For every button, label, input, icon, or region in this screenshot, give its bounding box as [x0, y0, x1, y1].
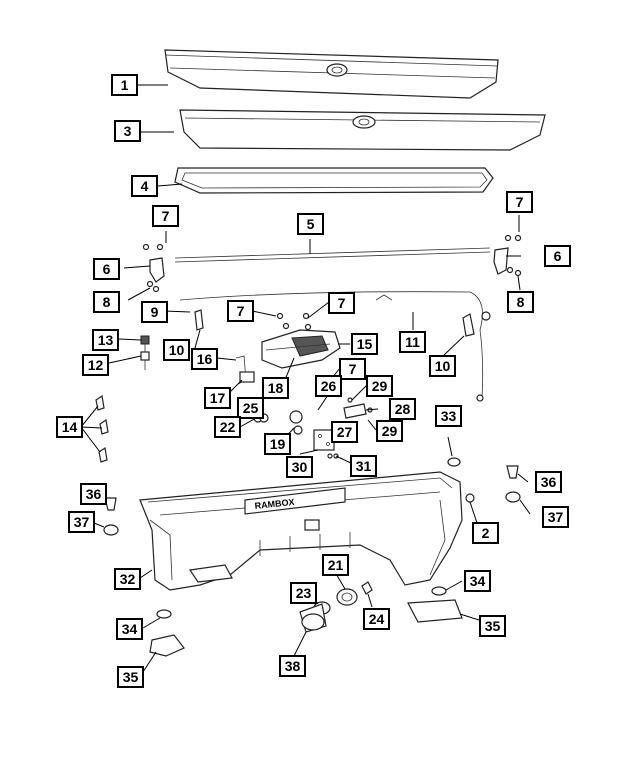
part-33-drain: [447, 457, 461, 467]
callout-21: 21: [322, 554, 349, 576]
callout-8-right: 8: [507, 291, 534, 313]
part-5-rod: [174, 247, 491, 263]
callout-7-mid-left: 7: [227, 300, 254, 322]
callout-31: 31: [350, 455, 377, 477]
callout-7-left-top: 7: [152, 205, 179, 227]
callout-14: 14: [56, 416, 83, 438]
callout-2: 2: [472, 522, 499, 544]
callout-4: 4: [131, 175, 158, 197]
part-32-storage-bin: RAMBOX: [139, 471, 463, 591]
callout-25: 25: [237, 397, 264, 419]
callout-12: 12: [82, 354, 109, 376]
callout-18: 18: [262, 377, 289, 399]
callout-35-left: 35: [117, 666, 144, 688]
callout-35-right: 35: [479, 615, 506, 637]
part-34-35-pads: [149, 586, 463, 657]
part-16-17-actuator: [235, 355, 255, 385]
callout-37-right: 37: [542, 506, 569, 528]
callout-29-bottom: 29: [376, 420, 403, 442]
callout-13: 13: [92, 329, 119, 351]
callout-15: 15: [351, 333, 378, 355]
part-36-37-plugs: [103, 465, 521, 536]
callout-17: 17: [204, 387, 231, 409]
callout-8-left: 8: [93, 291, 120, 313]
callout-23: 23: [290, 582, 317, 604]
part-cable-and-brackets: [179, 291, 491, 402]
callout-19: 19: [264, 433, 291, 455]
callout-11: 11: [399, 331, 426, 353]
part-14-clips: [95, 394, 109, 463]
callout-9: 9: [141, 301, 168, 323]
part-15-latch-housing: [261, 329, 341, 369]
callout-1: 1: [111, 74, 138, 96]
bin-logo-text: RAMBOX: [254, 497, 295, 511]
callout-38: 38: [279, 655, 306, 677]
callout-36-left: 36: [80, 483, 107, 505]
callout-10-right: 10: [429, 355, 456, 377]
callout-6-left: 6: [93, 258, 120, 280]
part-21-23-24-38-drain-plug: [299, 581, 373, 633]
callout-7-mid-right: 7: [328, 292, 355, 314]
callout-7-right-top: 7: [506, 191, 533, 213]
callout-27: 27: [331, 421, 358, 443]
callout-22: 22: [214, 416, 241, 438]
part-3-lid-panel: [179, 109, 546, 151]
callout-7-center: 7: [339, 358, 366, 380]
part-1-rail-cover: [164, 49, 499, 99]
fasteners: [142, 234, 522, 382]
callout-3: 3: [114, 120, 141, 142]
callout-32: 32: [114, 568, 141, 590]
callout-16: 16: [191, 348, 218, 370]
part-6-hinges: [149, 247, 509, 283]
callout-29-top: 29: [366, 375, 393, 397]
leader-lines: [80, 84, 531, 673]
callout-5: 5: [297, 213, 324, 235]
callout-6-right: 6: [544, 245, 571, 267]
callout-30: 30: [286, 456, 313, 478]
callout-34-left: 34: [116, 618, 143, 640]
callout-26: 26: [315, 375, 342, 397]
callout-24: 24: [363, 608, 390, 630]
callout-36-right: 36: [535, 471, 562, 493]
callout-33: 33: [435, 405, 462, 427]
part-2-bolt: [465, 493, 475, 503]
callout-34-right: 34: [464, 570, 491, 592]
callout-28: 28: [389, 398, 416, 420]
part-4-seal: [174, 167, 494, 194]
callout-37-left: 37: [68, 511, 95, 533]
part-12-13-latch: [140, 335, 150, 370]
callout-10-left: 10: [163, 339, 190, 361]
